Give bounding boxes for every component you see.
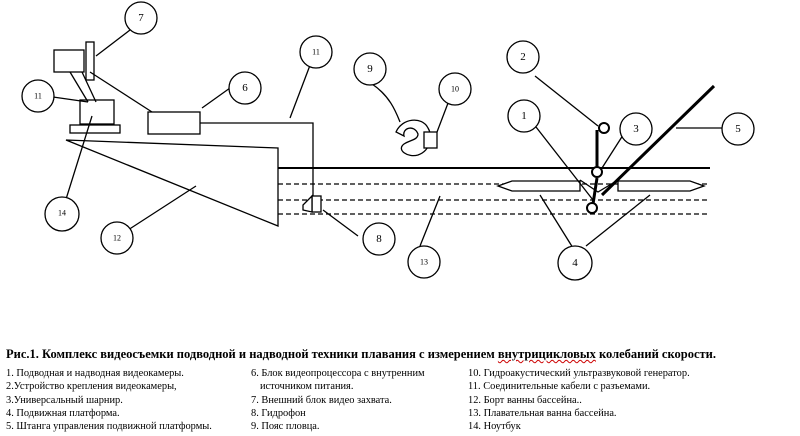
callout-3: 3: [633, 123, 639, 135]
callout-13: 13: [420, 258, 428, 267]
laptop-screen: [79, 99, 115, 125]
leader-line: [95, 29, 131, 57]
leader-line: [534, 75, 599, 127]
callout-circle: [507, 99, 541, 133]
video-capture-unit: [53, 49, 85, 73]
legend-item: источником питания.: [260, 381, 354, 393]
legend-item: 13. Плавательная ванна бассейна.: [468, 407, 617, 419]
leader-line: [61, 115, 93, 213]
moving-platform-right: [617, 180, 706, 192]
universal-joint: [591, 166, 603, 178]
callout-6: 6: [242, 82, 248, 94]
leader-line: [322, 209, 359, 237]
legend-column-2: 6. Блок видеопроцессора с внутренним ист…: [251, 367, 425, 433]
legend-item: 7. Внешний блок видео захвата.: [251, 394, 392, 406]
swimming-video-complex-diagram: 7 11 14 6 11 12 8 9 10 13 2 1 3 5 4: [21, 1, 755, 281]
callout-circle: [124, 1, 158, 35]
legend-item: 3.Универсальный шарнир.: [6, 394, 123, 406]
hydrophone-horn: [302, 194, 313, 213]
video-processor-box: [147, 111, 201, 135]
callout-circle: [228, 71, 262, 105]
leader-line: [52, 96, 89, 103]
callout-11-right: 11: [312, 48, 320, 57]
callout-circle: [44, 196, 80, 232]
upper-camera: [598, 122, 610, 134]
callout-circle: [299, 35, 333, 69]
legend-item: 6. Блок видеопроцессора с внутренним: [251, 368, 425, 379]
legend-item: 8. Гидрофон: [251, 407, 306, 419]
callout-10: 10: [451, 85, 459, 94]
callout-14: 14: [58, 209, 66, 218]
leader-line: [371, 83, 401, 123]
control-rod: [600, 84, 716, 197]
legend-column-3: 10. Гидроакустический ультразвуковой ген…: [468, 367, 690, 433]
cable: [69, 71, 89, 103]
callout-circle: [557, 245, 593, 281]
callout-circle: [353, 52, 387, 86]
callout-circle: [721, 112, 755, 146]
legend-item: 10. Гидроакустический ультразвуковой ген…: [468, 368, 690, 379]
ultrasound-generator: [423, 131, 438, 149]
legend-item: 4. Подвижная платформа.: [6, 407, 120, 419]
callout-circle: [362, 222, 396, 256]
moving-platform-left: [496, 180, 581, 192]
camera-mount-rod-lower: [591, 177, 599, 205]
callout-7: 7: [138, 12, 144, 24]
callout-circle: [407, 245, 441, 279]
underwater-camera: [586, 202, 598, 214]
legend-item: 1. Подводная и надводная видеокамеры.: [6, 368, 184, 379]
legend-item: 5. Штанга управления подвижной платформы…: [6, 421, 212, 433]
pool-wall: [65, 139, 279, 227]
legend-item: 2.Устройство крепления видеокамеры,: [6, 381, 177, 393]
callout-2: 2: [520, 51, 526, 63]
callout-11-left: 11: [34, 92, 42, 101]
callout-8: 8: [376, 233, 382, 245]
legend-item: 14. Ноутбук: [468, 421, 521, 433]
video-capture-plate: [85, 41, 95, 81]
cable: [81, 71, 97, 103]
leader-line: [601, 131, 626, 169]
caption-underlined-word: внутрицикловых: [497, 347, 596, 361]
legend-item: 11. Соединительные кабели с разъемами.: [468, 381, 651, 393]
leader-line: [289, 59, 313, 119]
callout-circle: [100, 221, 134, 255]
leader-line: [539, 194, 574, 249]
leader-line: [419, 195, 441, 247]
legend-column-1: 1. Подводная и надводная видеокамеры. 2.…: [6, 367, 212, 433]
legend-item: 12. Борт ванны бассейна..: [468, 394, 582, 406]
leader-line: [585, 194, 651, 247]
laptop-base: [69, 124, 121, 134]
callout-5: 5: [735, 123, 741, 135]
hydrophone: [311, 195, 322, 213]
callout-circle: [438, 72, 472, 106]
callout-12: 12: [113, 234, 121, 243]
caption-text-tail: колебаний скорости.: [595, 347, 716, 361]
swimmer-belt: [395, 119, 431, 157]
leader-line: [535, 126, 594, 201]
callout-circle: [506, 40, 540, 74]
cable: [200, 122, 314, 196]
leader-line: [127, 185, 197, 231]
caption-text: Рис.1. Комплекс видеосъемки подводной и …: [6, 347, 498, 361]
callout-1: 1: [521, 110, 527, 122]
callout-circle: [619, 112, 653, 146]
callout-circle: [21, 79, 55, 113]
figure-caption: Рис.1. Комплекс видеосъемки подводной и …: [6, 347, 800, 362]
legend-item: 9. Пояс пловца.: [251, 421, 320, 433]
callout-9: 9: [367, 63, 373, 75]
cable: [89, 71, 153, 113]
callout-4: 4: [572, 257, 578, 269]
leader-line: [201, 87, 231, 109]
